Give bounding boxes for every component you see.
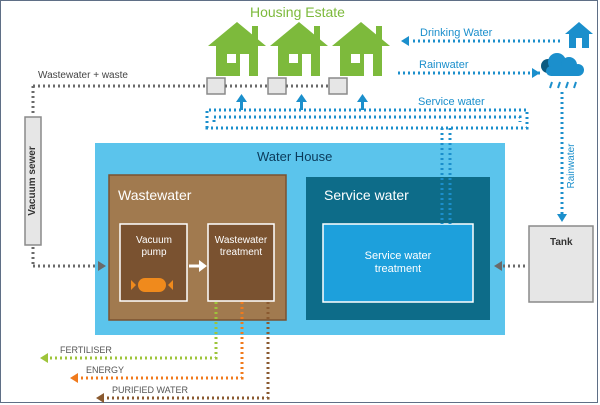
water-house-label: Water House	[257, 149, 333, 164]
service-water-loop	[205, 108, 529, 224]
energy-label: ENERGY	[86, 365, 125, 375]
drinking-water-label: Drinking Water	[420, 27, 493, 39]
arrow-up-icon	[236, 94, 368, 110]
service-water-box-label: Service water	[324, 187, 409, 203]
house-icon	[332, 22, 390, 76]
housing-estate-title: Housing Estate	[250, 4, 345, 20]
service-water-top-label: Service water	[418, 96, 485, 108]
wastewater-box-label: Wastewater	[118, 187, 192, 203]
wastewater-waste-line	[31, 84, 525, 268]
wastewater-waste-label: Wastewater + waste	[38, 70, 128, 81]
fertiliser-label: FERTILISER	[60, 345, 112, 355]
rain-cloud-icon	[541, 53, 584, 89]
service-water-treatment-box	[322, 223, 474, 303]
house-outlet-3	[328, 77, 348, 95]
house-outlet-1	[206, 77, 226, 95]
wastewater-treatment-box	[207, 223, 275, 302]
vacuum-sewer-bar	[24, 116, 42, 246]
house-icon	[208, 22, 266, 76]
rainwater-side-label: Rainwater	[566, 143, 577, 189]
vacuum-pump-label: Vacuum pump	[136, 235, 172, 258]
purified-water-label: PURIFIED WATER	[112, 385, 188, 395]
vacuum-sewer-label: Vacuum sewer	[27, 146, 38, 216]
pump-icon	[131, 278, 173, 292]
rainwater-label: Rainwater	[419, 59, 469, 71]
house-icon	[270, 22, 328, 76]
wastewater-treatment-label: Wastewater treatment	[214, 235, 268, 258]
drinking-water-house-icon	[565, 22, 593, 48]
tank-box	[528, 225, 594, 303]
house-outlet-2	[267, 77, 287, 95]
output-lines	[48, 302, 270, 400]
service-water-treatment-label: Service water treatment	[364, 250, 432, 275]
tank-label: Tank	[550, 237, 573, 248]
